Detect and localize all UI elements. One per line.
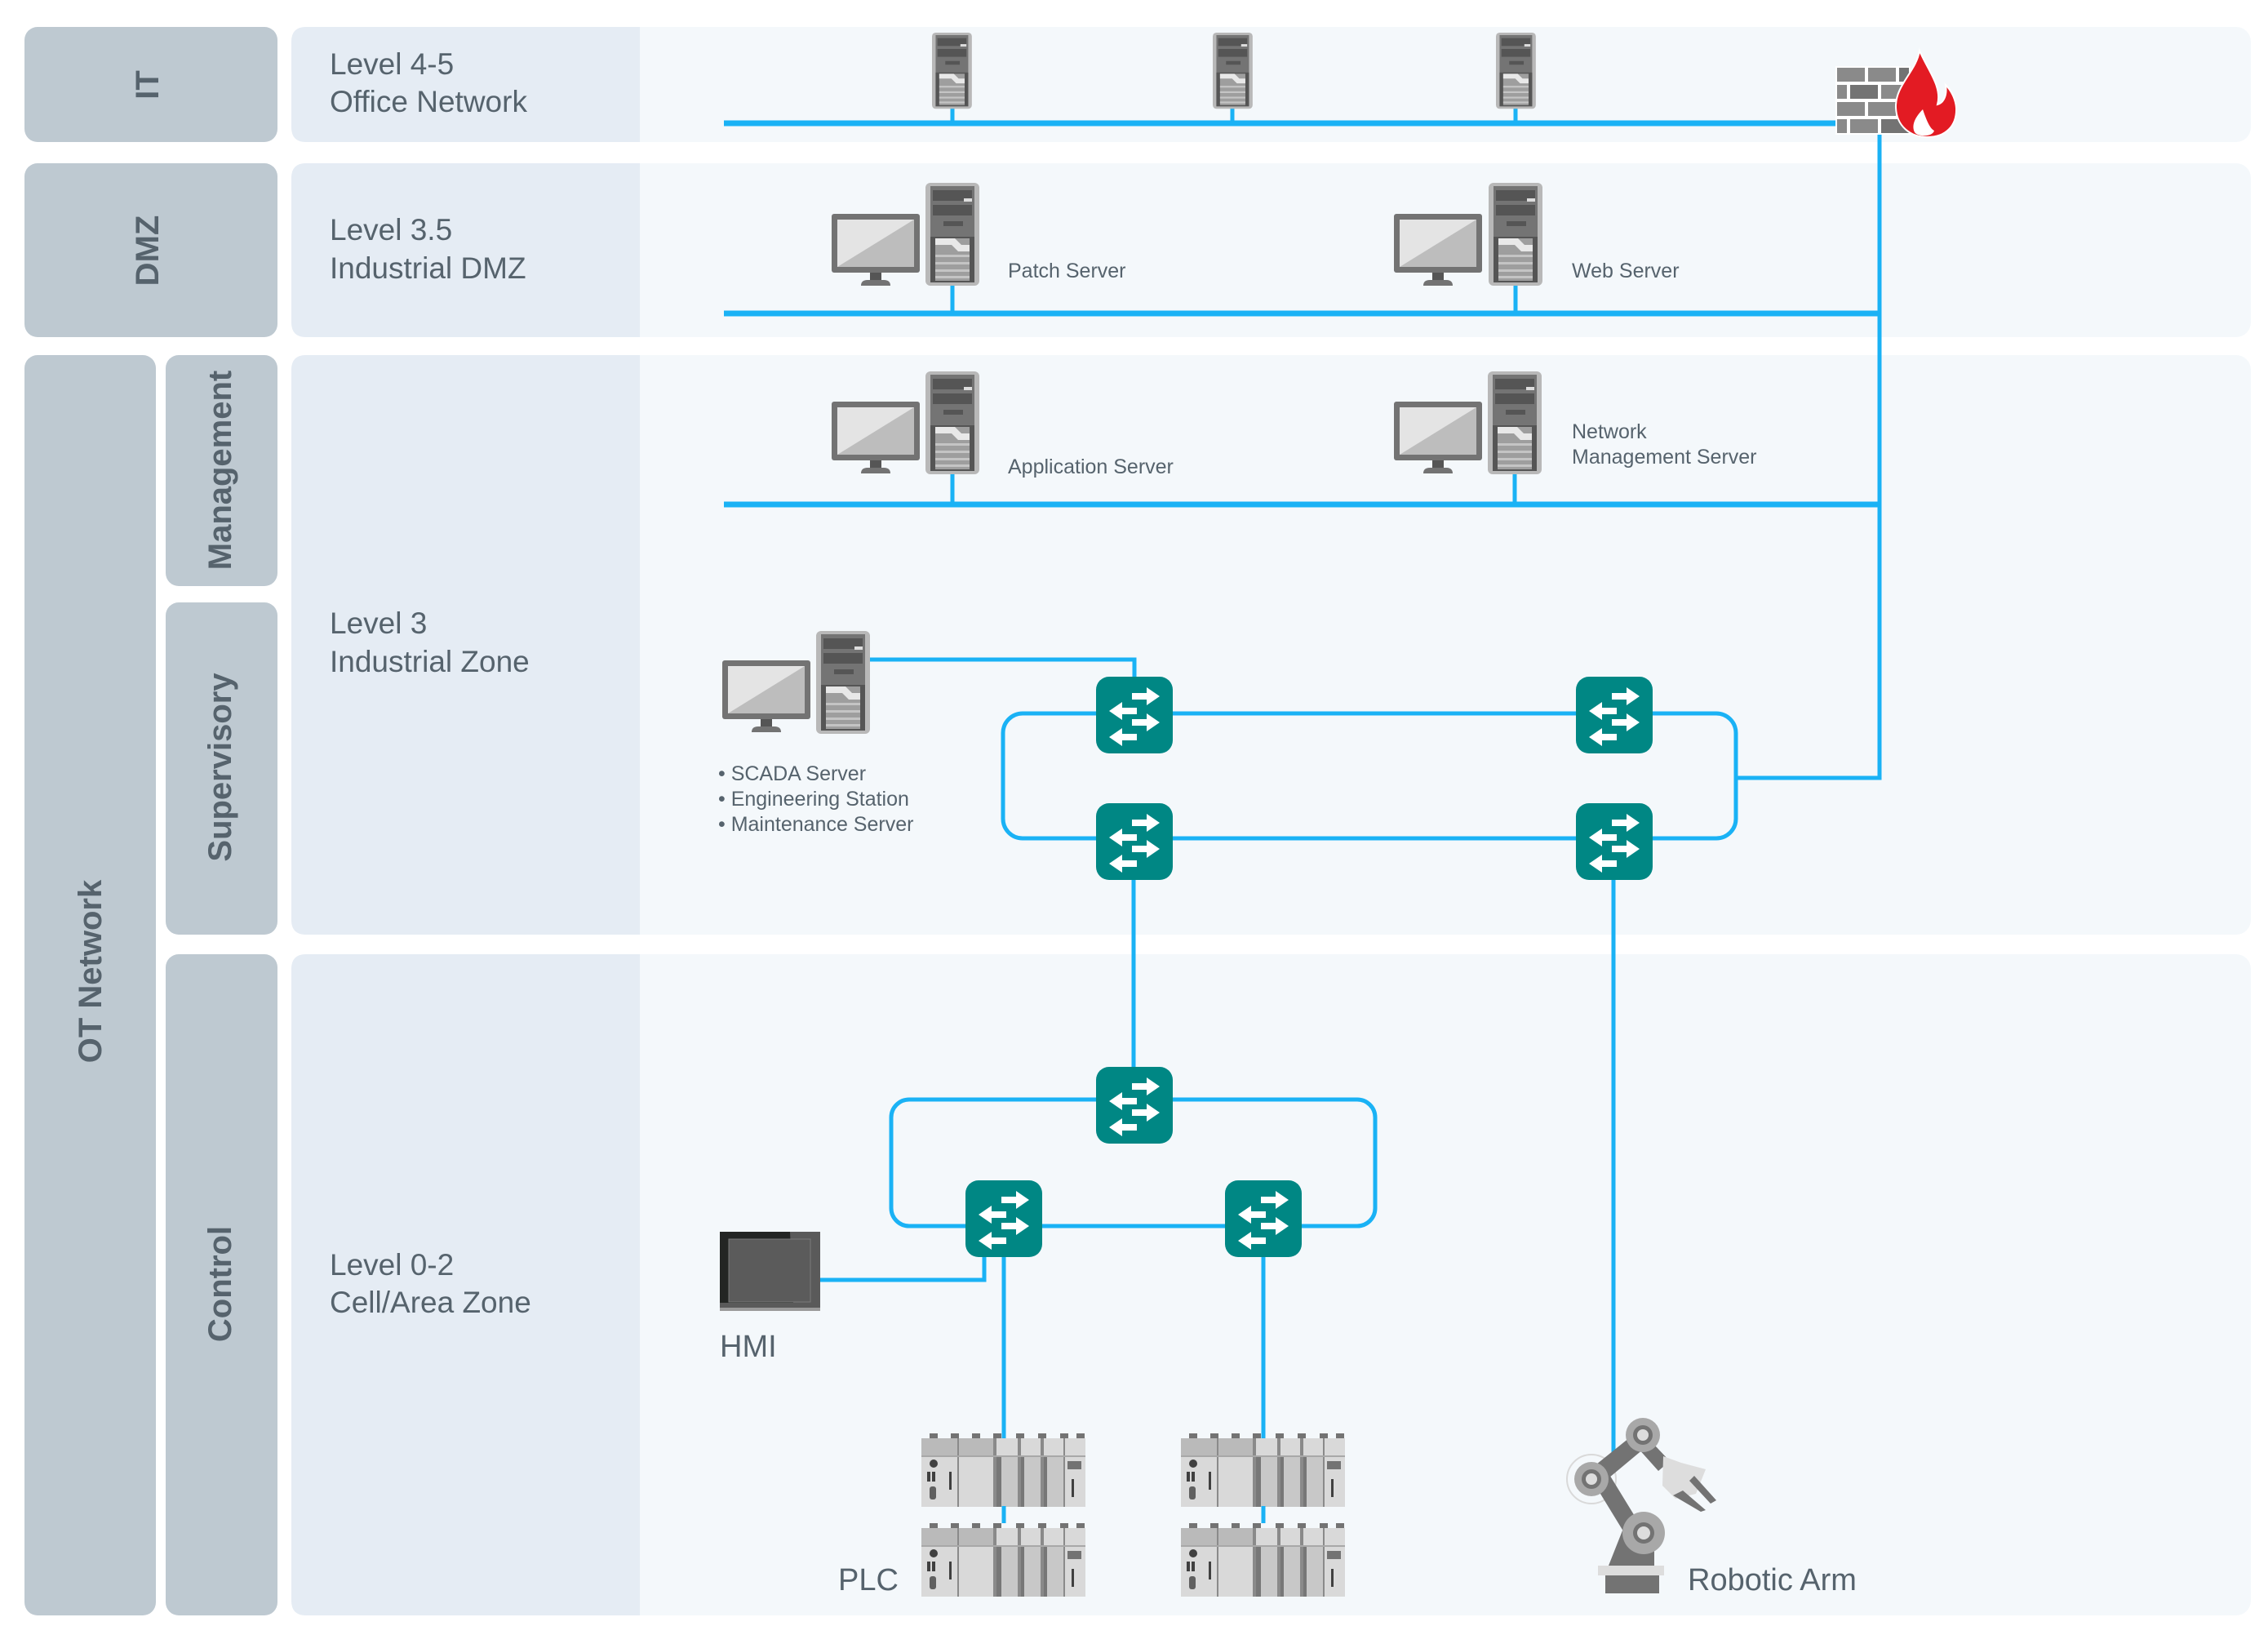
network-switch-icon[interactable]: [1576, 677, 1653, 753]
server-tower-icon: [1488, 371, 1542, 474]
level-subtitle: Industrial Zone: [330, 645, 530, 678]
level-panel-office: Level 4-5 Office Network: [291, 27, 2251, 142]
zone-label-management: Management: [202, 371, 238, 571]
zone-tab-control: [166, 954, 277, 1615]
level-subtitle: Cell/Area Zone: [330, 1286, 531, 1319]
level-subtitle: Office Network: [330, 85, 527, 118]
scada-list-item: • SCADA Server: [718, 762, 866, 785]
robotic-arm-icon: [1566, 1418, 1716, 1593]
level-title: Level 0-2: [330, 1248, 454, 1282]
level-panel-industrial: Level 3 Industrial Zone: [291, 355, 2251, 935]
network-switch-icon[interactable]: [1576, 803, 1653, 880]
server-tower-icon: [816, 631, 870, 734]
server-tower-icon: [925, 183, 979, 286]
plc-label: PLC: [838, 1563, 899, 1597]
plc-rack-icon[interactable]: [921, 1433, 1085, 1507]
server-tower-icon: [925, 371, 979, 474]
zone-label-dmz: DMZ: [130, 215, 166, 287]
zone-tabs: IT DMZ OT Network Management Supervisory…: [24, 27, 277, 1615]
robotic-arm[interactable]: Robotic Arm: [1566, 1418, 1857, 1597]
application-server[interactable]: Application Server: [832, 371, 1174, 478]
zone-label-ot-network: OT Network: [73, 879, 109, 1063]
dmz-server-patch[interactable]: Patch Server: [832, 183, 1126, 286]
level-panel-cell-area: Level 0-2 Cell/Area Zone: [291, 954, 2251, 1615]
firewall-trunk: [1736, 129, 1882, 780]
device-label: Web Server: [1572, 260, 1680, 282]
plc-rack-icon[interactable]: [921, 1523, 1085, 1597]
server-tower-icon[interactable]: [1213, 33, 1253, 109]
level-subtitle: Industrial DMZ: [330, 251, 526, 285]
plc-group: PLC: [838, 1433, 1345, 1597]
zone-tab-dmz: [24, 163, 277, 337]
zone-tab-management: [166, 355, 277, 586]
device-label: Network: [1572, 420, 1647, 443]
dmz-server-web[interactable]: Web Server: [1394, 183, 1680, 286]
zone-label-control: Control: [202, 1226, 238, 1342]
level-title: Level 3.5: [330, 213, 452, 247]
robotic-arm-label: Robotic Arm: [1688, 1563, 1857, 1597]
hmi-link: [820, 1257, 987, 1282]
server-tower-icon[interactable]: [1496, 33, 1536, 109]
firewall-icon[interactable]: [1835, 47, 1958, 139]
scada-list-item: • Engineering Station: [718, 788, 909, 811]
server-tower-icon[interactable]: [932, 33, 972, 109]
scada-workstation[interactable]: • SCADA Server • Engineering Station • M…: [718, 631, 913, 836]
plc-rack-icon[interactable]: [1181, 1433, 1345, 1507]
network-switch-icon[interactable]: [965, 1180, 1042, 1257]
hmi-label: HMI: [720, 1330, 777, 1364]
device-label: Management Server: [1572, 446, 1757, 469]
level-title: Level 3: [330, 606, 427, 640]
network-switch-icon[interactable]: [1096, 677, 1173, 753]
level-panels: Level 4-5 Office Network Level 3.5 Indus…: [291, 27, 2251, 1615]
zone-tab-supervisory: [166, 602, 277, 935]
network-switch-icon[interactable]: [1096, 803, 1173, 880]
level-title: Level 4-5: [330, 47, 454, 81]
plc-rack-icon[interactable]: [1181, 1523, 1345, 1597]
device-label: Patch Server: [1008, 260, 1126, 282]
supervisory-ring: [1001, 711, 1738, 841]
zone-tab-ot-network: [24, 355, 156, 1615]
level-panel-dmz: Level 3.5 Industrial DMZ: [291, 163, 2251, 337]
network-switch-icon[interactable]: [1225, 1180, 1302, 1257]
zone-label-supervisory: Supervisory: [202, 673, 238, 862]
flame-icon: [1894, 47, 1958, 139]
zone-label-it: IT: [130, 70, 166, 100]
hmi-device[interactable]: HMI: [720, 1232, 820, 1364]
server-tower-icon: [1489, 183, 1542, 286]
scada-list-item: • Maintenance Server: [718, 813, 913, 836]
zone-tab-it: [24, 27, 277, 142]
network-management-server[interactable]: Network Management Server: [1394, 371, 1757, 474]
device-label: Application Server: [1008, 455, 1174, 478]
network-switch-icon[interactable]: [1096, 1067, 1173, 1144]
